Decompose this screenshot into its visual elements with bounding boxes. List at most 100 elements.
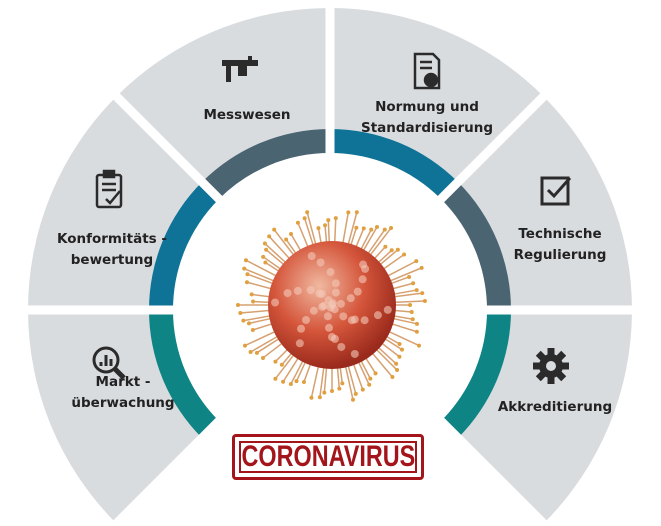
- virus-spike-tip: [248, 350, 253, 354]
- label-technische: Technische: [518, 226, 601, 242]
- virus-spike-tip: [333, 216, 338, 221]
- virus-bump: [331, 279, 340, 288]
- virus-spike-tip: [369, 227, 374, 232]
- virus-bump: [323, 312, 332, 321]
- virus-spike-tip: [350, 397, 355, 402]
- label-markt-2: überwachung: [71, 395, 174, 411]
- virus-bump: [331, 288, 340, 297]
- virus-spike-tip: [397, 354, 402, 359]
- virus-spike-tip: [417, 343, 422, 348]
- virus-bump: [297, 324, 306, 333]
- virus-spike-tip: [272, 227, 277, 232]
- ring-notch: [186, 229, 196, 250]
- wedge-normung: [330, 8, 544, 183]
- virus-bump: [346, 294, 355, 303]
- magnifier-chart-icon: [92, 346, 126, 380]
- virus-bump: [293, 286, 302, 295]
- wedge-konformitaet: [28, 96, 203, 310]
- label-konformitaet-2: bewertung: [71, 252, 153, 268]
- virus-spike-tip: [309, 395, 314, 400]
- virus-spike-tip: [400, 347, 405, 352]
- virus-spike-tip: [247, 321, 252, 326]
- virus-spike-tip: [389, 248, 394, 253]
- virus-spike: [243, 267, 279, 284]
- ring-arc-normung: [330, 129, 458, 199]
- virus-bump: [324, 323, 333, 332]
- virus-spike-tip: [354, 225, 359, 230]
- virus-spike-tip: [261, 254, 266, 259]
- virus-spike-tip: [354, 210, 359, 215]
- virus-spike-tip: [236, 303, 240, 307]
- virus-spike-tip: [389, 226, 394, 231]
- virus-spike-tip: [289, 231, 293, 236]
- divider: [107, 405, 235, 526]
- virus-spike-tip: [383, 244, 388, 249]
- virus-spike: [244, 328, 280, 347]
- ring-arc-messwesen: [202, 129, 330, 199]
- virus-spike: [346, 212, 358, 250]
- virus-bump: [320, 301, 329, 310]
- virus-spike-tip: [284, 237, 289, 242]
- virus-bump: [326, 268, 335, 277]
- virus-spike-tip: [373, 371, 378, 376]
- ring-notch: [464, 370, 474, 391]
- virus-spike-tip: [273, 359, 278, 364]
- virus-spike-tip: [353, 391, 358, 396]
- virus-spike-tip: [390, 375, 395, 380]
- virus-bump: [347, 316, 356, 325]
- ring-notch: [273, 157, 293, 172]
- divider: [425, 405, 553, 526]
- virus-spike-tip: [409, 309, 414, 314]
- label-technische-2: Regulierung: [514, 247, 607, 263]
- virus-spike-tip: [414, 329, 419, 334]
- virus-spike-tip: [397, 342, 402, 346]
- virus-bump: [317, 289, 326, 298]
- virus-spike-tip: [262, 241, 267, 246]
- coronavirus-image: [236, 210, 427, 402]
- virus-spike-tip: [267, 234, 272, 239]
- virus-spike-tip: [394, 361, 399, 366]
- virus-bump: [316, 258, 325, 267]
- virus-spike-tip: [361, 226, 366, 231]
- virus-spike-tip: [302, 216, 307, 221]
- ring-notch: [177, 347, 192, 367]
- virus-spike: [310, 361, 321, 398]
- virus-bump: [302, 316, 311, 324]
- virus-spike: [384, 328, 420, 347]
- gear-tooth: [533, 362, 541, 370]
- virus-spike-tip: [243, 258, 248, 263]
- virus-spike-tip: [245, 272, 250, 277]
- virus-bump: [337, 342, 346, 351]
- virus-spike-tip: [301, 380, 306, 385]
- virus-spike-tip: [382, 227, 387, 232]
- virus-spike-tip: [244, 280, 249, 285]
- virus-bump: [309, 306, 318, 315]
- virus-spike-tip: [326, 218, 331, 223]
- virus-spike-tip: [263, 260, 268, 265]
- virus-bump: [361, 264, 370, 273]
- virus-spike-tip: [279, 362, 284, 367]
- divider: [425, 87, 553, 215]
- virus-spike-tip: [367, 382, 372, 387]
- divider: [107, 87, 235, 215]
- wedge-markt: [28, 310, 203, 524]
- virus-spike-tip: [323, 223, 328, 228]
- virus-spike-tip: [414, 259, 419, 264]
- virus-spike-tip: [414, 321, 419, 326]
- virus-spike-tip: [250, 327, 255, 332]
- virus-spike-tip: [360, 387, 365, 392]
- label-normung: Normung und: [375, 99, 479, 115]
- stamp-text: CORONAVIRUS: [241, 440, 415, 473]
- virus-spike-tip: [422, 298, 427, 303]
- virus-spike-tip: [238, 311, 243, 316]
- virus-bump: [306, 286, 315, 295]
- virus-spike-tip: [402, 252, 407, 257]
- virus-spike-tip: [340, 381, 345, 386]
- virus-bump: [328, 333, 336, 341]
- virus-bump: [383, 305, 392, 314]
- virus-spike-tip: [410, 317, 415, 322]
- virus-bump: [307, 252, 316, 261]
- virus-bump: [373, 311, 382, 320]
- virus-bump: [360, 316, 369, 325]
